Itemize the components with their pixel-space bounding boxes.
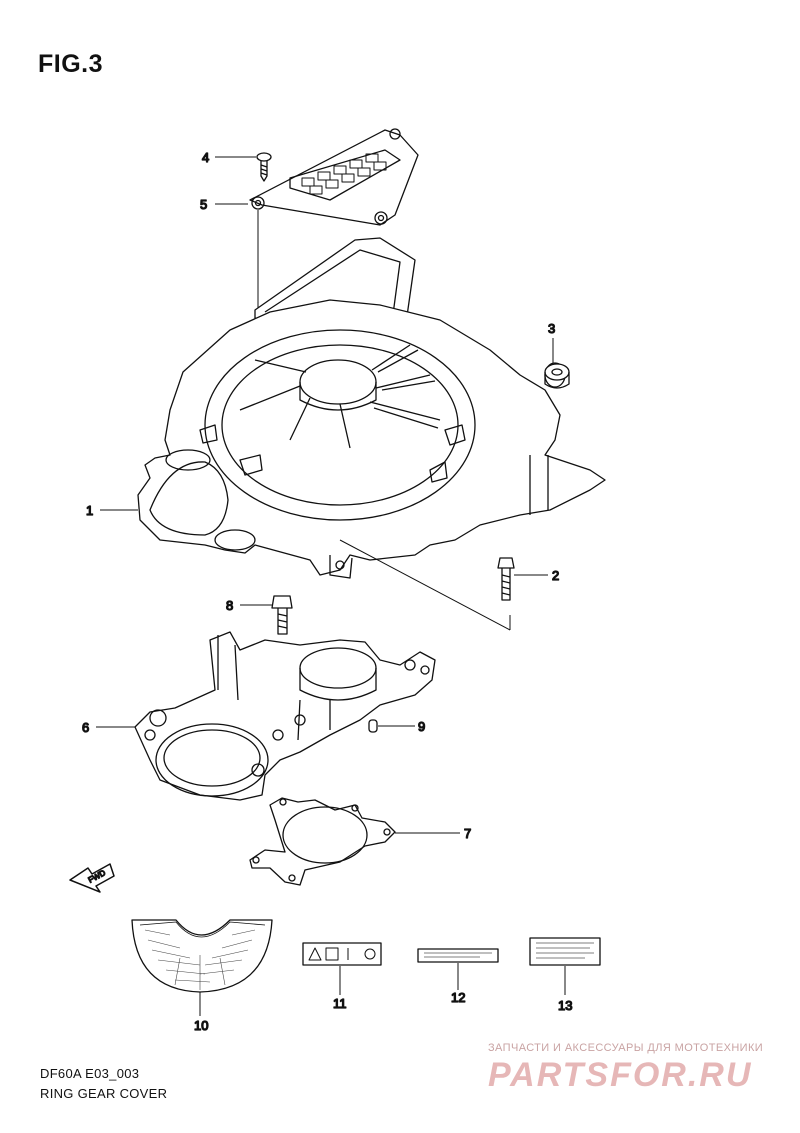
part-3-grommet[interactable] [544,363,570,389]
callout-9[interactable]: 9 [417,718,426,734]
callout-3[interactable]: 3 [547,320,556,336]
figure-title: FIG.3 [38,50,104,78]
watermark-logo: PARTSFOR.RU [488,1056,753,1094]
part-13-label[interactable] [529,937,601,966]
callout-13[interactable]: 13 [557,997,573,1013]
part-5-plate[interactable] [249,128,419,226]
part-6-bracket[interactable] [134,631,436,801]
part-4-screw[interactable] [256,152,272,182]
callout-10[interactable]: 10 [193,1017,209,1033]
callout-6[interactable]: 6 [81,719,90,735]
part-1-ring-gear-cover[interactable] [137,237,606,631]
diagram-caption: RING GEAR COVER [40,1086,168,1101]
part-2-bolt[interactable] [497,557,515,601]
callout-5[interactable]: 5 [199,196,208,212]
part-8-bolt[interactable] [271,595,293,635]
callout-11[interactable]: 11 [332,995,347,1011]
diagram-code: DF60A E03_003 [40,1066,140,1081]
callout-1[interactable]: 1 [85,502,94,518]
callout-8[interactable]: 8 [225,597,234,613]
watermark-tagline: ЗАПЧАСТИ И АКСЕССУАРЫ ДЛЯ МОТОТЕХНИКИ [488,1042,764,1054]
part-11-warning-label[interactable] [302,942,382,966]
callout-7[interactable]: 7 [463,825,472,841]
part-9-pin[interactable] [368,719,378,733]
fwd-arrow: FWD [69,863,115,893]
part-7-gasket[interactable] [249,797,396,886]
callout-2[interactable]: 2 [551,567,560,583]
part-12-label[interactable] [417,948,499,963]
part-10-label[interactable] [131,919,273,993]
callout-12[interactable]: 12 [450,989,466,1005]
callout-4[interactable]: 4 [201,149,210,165]
